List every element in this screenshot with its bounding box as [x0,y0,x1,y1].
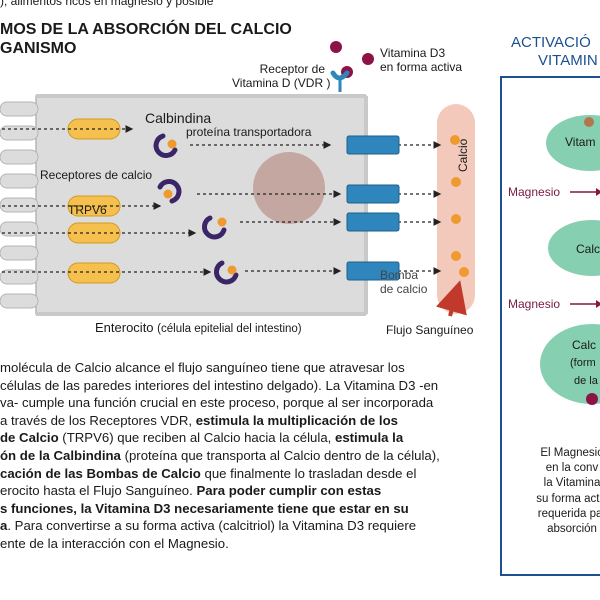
paragraph-line: cación de las Bombas de Calcio que final… [0,465,417,481]
vitamin-d3-molecules [330,41,374,78]
paragraph-line: ón de la Calbindina (proteína que transp… [0,447,440,463]
paragraph-line: células de las paredes interiores del in… [0,377,439,393]
paragraph-line: molécula de Calcio alcance el flujo sang… [0,360,405,375]
top-cutoff-text: ), alimentos ricos en magnesio y posible [0,0,214,8]
ellipse-3-text: Calc (form de la [570,338,598,387]
blood-flow-arrow [436,280,467,317]
vdr-label: Receptor de Vitamina D (VDR ) [232,62,331,90]
diagram-title: MOS DE LA ABSORCIÓN DEL CALCIO GANISMO [0,20,292,58]
activation-diagram [540,115,600,405]
blood-vessel [437,104,475,314]
title-line-1: MOS DE LA ABSORCIÓN DEL CALCIO [0,21,292,38]
vdr-receptor [330,70,350,81]
paragraph-line: a. Para convertirse a su forma activa (c… [0,518,417,534]
calbindina-label: Calbindina [145,110,212,126]
enterocito-label: Enterocito (célula epitelial del intesti… [95,320,302,335]
activation-panel [500,76,600,576]
calcium-pumps [346,135,400,281]
calcio-label: Calcio [456,138,470,172]
paragraph-line: erocito hasta el Flujo Sanguíneo. Para p… [0,483,382,499]
bomba-label: Bomba de calcio [380,268,428,296]
nucleus [253,152,325,224]
paragraph-line: ente de la interacción con el Magnesio. [0,535,229,551]
right-title: ACTIVACIÓ VITAMIN [511,34,598,69]
calbindina-desc: proteína transportadora [186,125,312,139]
blood-calcium [450,135,469,277]
magnesio-label-1: Magnesio [508,185,561,199]
paragraph-line: s funciones, la Vitamina D3 necesariamen… [0,500,409,516]
paragraph-line: de Calcio (TRPV6) que reciben al Calcio … [0,430,404,446]
ellipse-3 [540,324,600,404]
ellipse-1-text: Vitam [565,135,596,149]
ellipse-2-text: Calc [576,242,600,256]
explanation-paragraph: molécula de Calcio alcance el flujo sang… [0,359,488,553]
paragraph-line: a través de los Receptores VDR, estimula… [0,412,398,428]
trpv6-label: TRPV6 [68,203,107,217]
magnesio-label-2: Magnesio [508,297,561,311]
ellipse-2 [548,220,600,276]
ellipse-1 [546,115,600,171]
flujo-label: Flujo Sanguíneo [386,323,474,337]
right-panel-text: El Magnesio en la conv la Vitamina su fo… [536,447,600,536]
calcium-flow-arrows [2,125,442,276]
calbindina-proteins [153,133,239,285]
calcium-absorption-diagram [0,41,475,317]
paragraph-line: va- cumple una función crucial en este p… [0,395,434,411]
vitamin-d3-label: Vitamina D3 en forma activa [380,46,463,74]
title-line-2: GANISMO [0,40,77,57]
receptores-label: Receptores de calcio [40,168,153,182]
